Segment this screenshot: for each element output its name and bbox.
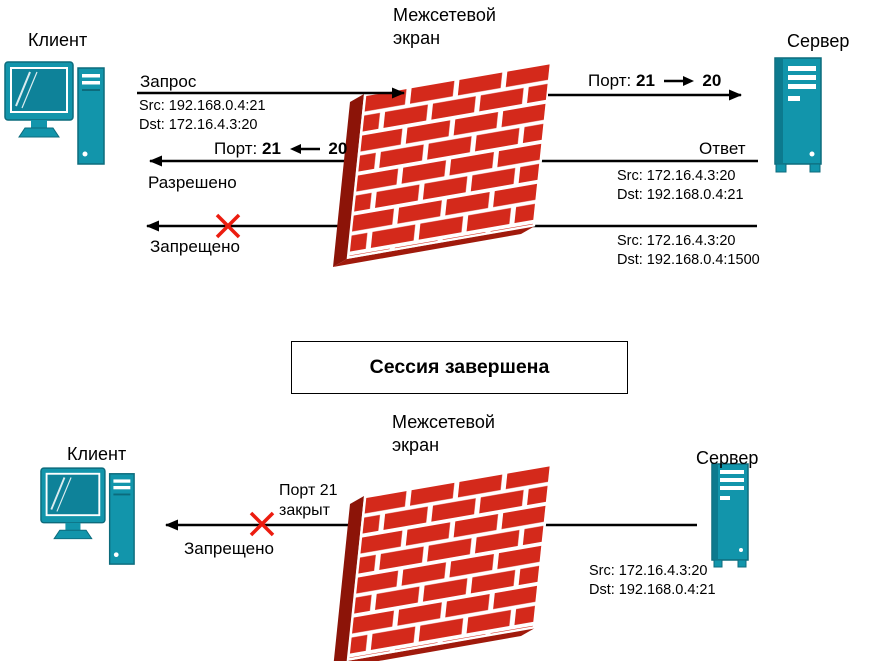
port-closed-line2: закрыт xyxy=(279,502,330,519)
allowed-label: Разрешено xyxy=(148,173,237,192)
denied-packet-info: Src: 172.16.4.3:20 Dst: 192.168.0.4:1500 xyxy=(617,232,760,270)
response-label: Ответ xyxy=(699,139,746,158)
firewall-label-top: Межсетевой экран xyxy=(393,4,496,50)
session-ended-banner: Сессия завершена xyxy=(291,341,628,394)
left-arrow-icon xyxy=(289,144,320,154)
firewall-label-line2: экран xyxy=(393,28,441,48)
port-back-from: 21 xyxy=(262,139,281,158)
denied-dst: Dst: 192.168.0.4:1500 xyxy=(617,252,760,268)
port-back-label: Порт: 21 20 xyxy=(214,137,347,160)
port-forward-label: Порт: 21 20 xyxy=(588,69,721,92)
port-closed-label: Порт 21 закрыт xyxy=(279,481,338,521)
blocked-packet-info: Src: 172.16.4.3:20 Dst: 192.168.0.4:21 xyxy=(589,562,716,600)
port-closed-line1: Порт 21 xyxy=(279,482,338,499)
firewall-label-bottom: Межсетевой экран xyxy=(392,411,495,457)
port-forward-to: 20 xyxy=(702,71,722,90)
denied-src: Src: 172.16.4.3:20 xyxy=(617,233,736,249)
right-arrow-icon xyxy=(663,76,694,86)
firewall-label-line1: Межсетевой xyxy=(393,5,496,25)
port-back-prefix: Порт: xyxy=(214,139,258,158)
client-label-top: Клиент xyxy=(28,30,88,50)
request-dst: Dst: 172.16.4.3:20 xyxy=(139,117,258,133)
wall-side-face xyxy=(333,496,364,661)
firewall-label-line2: экран xyxy=(392,435,440,455)
blocked-src: Src: 172.16.4.3:20 xyxy=(589,563,708,579)
denied-x-icon-bottom xyxy=(249,511,275,537)
blocked-dst: Dst: 192.168.0.4:21 xyxy=(589,582,716,598)
port-back-to: 20 xyxy=(328,139,348,158)
firewall-label-line1: Межсетевой xyxy=(392,412,495,432)
response-dst: Dst: 192.168.0.4:21 xyxy=(617,187,744,203)
server-icon-top xyxy=(774,57,822,173)
denied-x-icon-top xyxy=(215,213,241,239)
denied-label-top: Запрещено xyxy=(150,237,240,256)
server-label-bottom: Сервер xyxy=(696,448,759,468)
firewall-wall-bottom xyxy=(333,463,553,661)
firewall-wall-top xyxy=(333,61,553,267)
client-computer-icon-bottom xyxy=(40,467,135,565)
response-packet-info: Src: 172.16.4.3:20 Dst: 192.168.0.4:21 xyxy=(617,167,744,205)
wall-front-face xyxy=(346,61,553,259)
denied-label-bottom: Запрещено xyxy=(184,539,274,558)
wall-front-face xyxy=(346,463,553,661)
request-label: Запрос xyxy=(140,72,197,91)
response-src: Src: 172.16.4.3:20 xyxy=(617,168,736,184)
port-forward-prefix: Порт: xyxy=(588,71,632,90)
client-label-bottom: Клиент xyxy=(67,444,127,464)
request-src: Src: 192.168.0.4:21 xyxy=(139,98,266,114)
client-computer-icon xyxy=(4,61,105,165)
request-packet-info: Src: 192.168.0.4:21 Dst: 172.16.4.3:20 xyxy=(139,97,266,135)
wall-bottom-face xyxy=(333,226,535,267)
server-label-top: Сервер xyxy=(787,31,850,51)
server-icon-bottom xyxy=(711,463,749,568)
port-forward-from: 21 xyxy=(636,71,655,90)
wall-side-face xyxy=(333,94,364,267)
